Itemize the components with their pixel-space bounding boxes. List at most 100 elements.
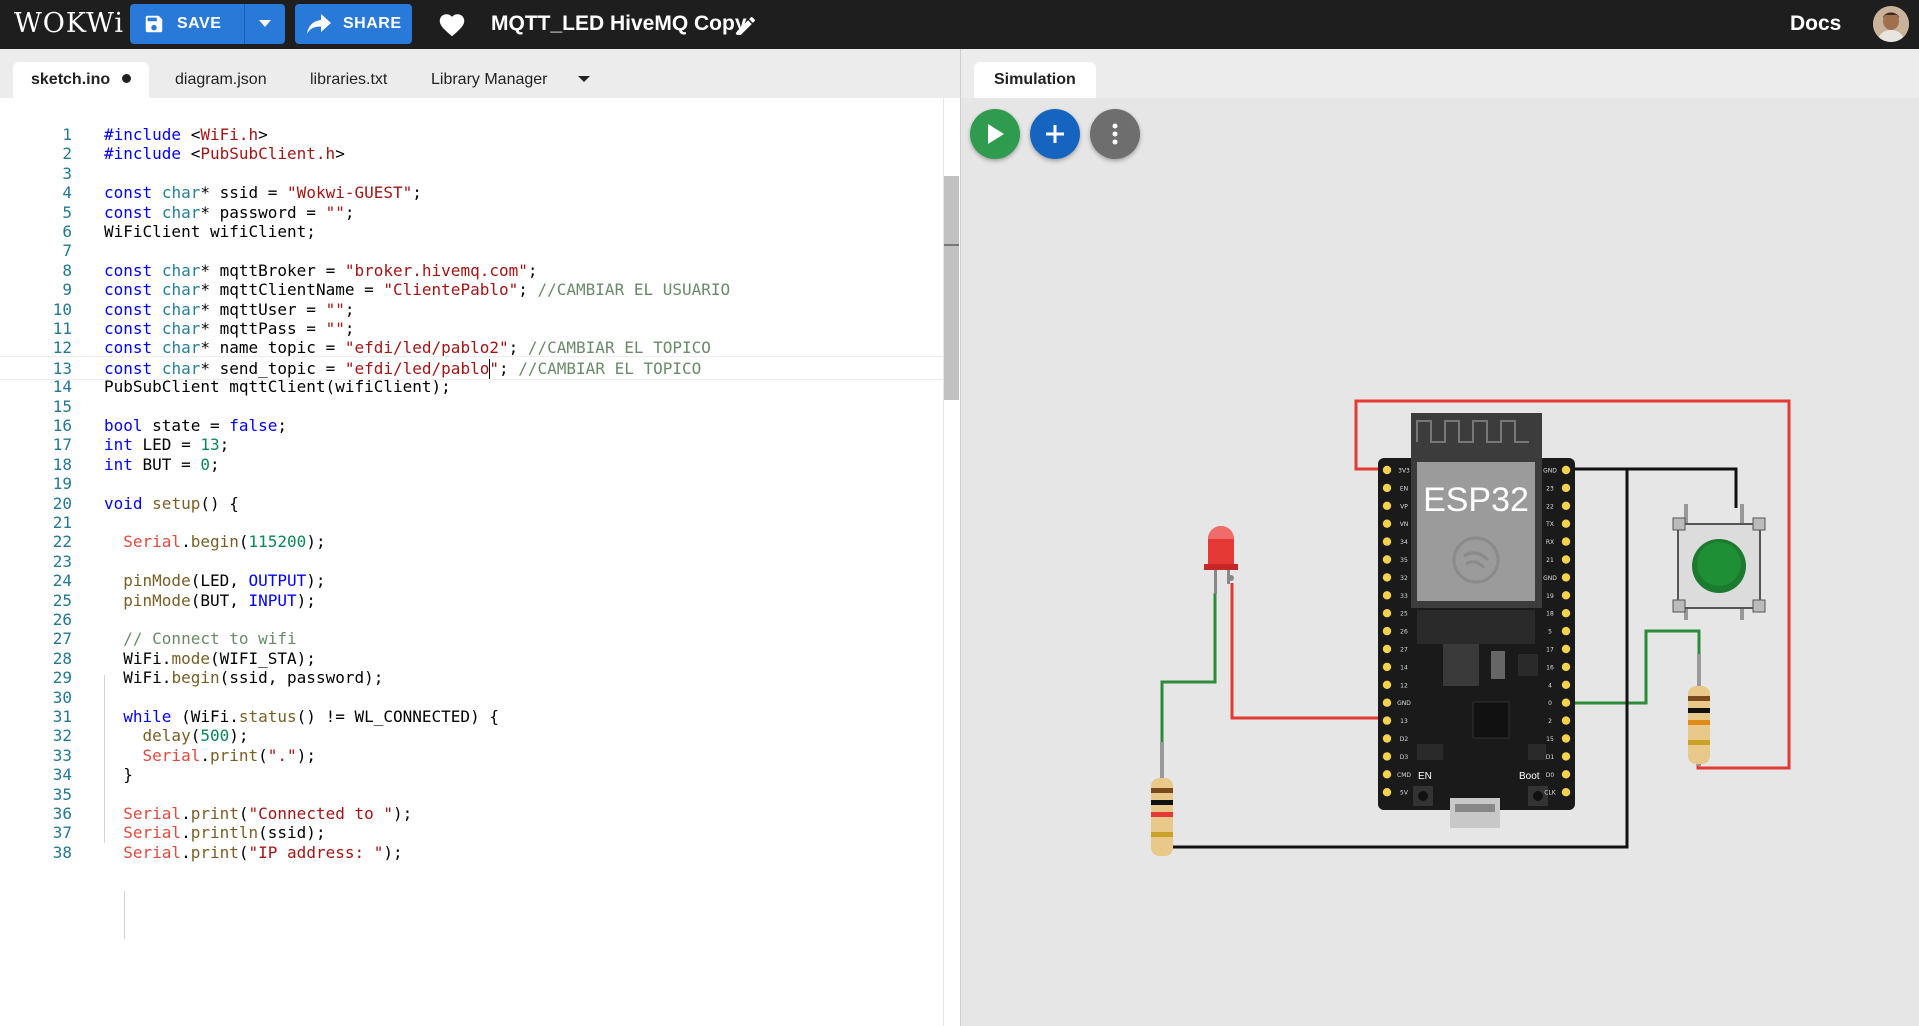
code-line[interactable]: 36 Serial.print("Connected to "); bbox=[0, 802, 943, 826]
code-line[interactable]: 28 WiFi.mode(WIFI_STA); bbox=[0, 647, 943, 671]
wire-green-button[interactable] bbox=[1561, 629, 1701, 705]
wire-red-led[interactable] bbox=[1230, 583, 1399, 720]
pin-vp[interactable] bbox=[1382, 501, 1392, 510]
wire-black-gnd-right[interactable] bbox=[1561, 467, 1738, 508]
pin-gnd[interactable] bbox=[1561, 465, 1571, 475]
save-button[interactable]: SAVE bbox=[130, 4, 244, 44]
pin-0[interactable] bbox=[1561, 698, 1571, 707]
pin-d3[interactable] bbox=[1382, 752, 1392, 761]
docs-link[interactable]: Docs bbox=[1790, 12, 1842, 35]
pin-cmd[interactable] bbox=[1382, 770, 1392, 779]
pin-gnd[interactable] bbox=[1382, 698, 1392, 707]
code-line[interactable]: 34 } bbox=[0, 763, 943, 787]
code-line[interactable]: 15 bbox=[0, 395, 943, 419]
pin-27[interactable] bbox=[1382, 644, 1392, 654]
run-simulation-button[interactable] bbox=[970, 109, 1020, 159]
tab-simulation[interactable]: Simulation bbox=[974, 62, 1096, 98]
pin-34[interactable] bbox=[1382, 537, 1392, 546]
code-line[interactable]: 1#include <WiFi.h> bbox=[0, 123, 943, 147]
pin-en[interactable] bbox=[1382, 483, 1392, 493]
pin-3v3[interactable] bbox=[1382, 465, 1392, 475]
code-line[interactable]: 25 pinMode(BUT, INPUT); bbox=[0, 589, 943, 613]
pin-35[interactable] bbox=[1382, 555, 1392, 564]
code-line[interactable]: 37 Serial.println(ssid); bbox=[0, 821, 943, 845]
pin-15[interactable] bbox=[1561, 734, 1571, 743]
code-line[interactable]: 21 bbox=[0, 511, 943, 535]
pin-18[interactable] bbox=[1561, 609, 1571, 618]
pin-17[interactable] bbox=[1561, 644, 1571, 654]
pin-14[interactable] bbox=[1382, 662, 1392, 672]
share-button[interactable]: SHARE bbox=[295, 4, 412, 44]
add-part-button[interactable] bbox=[1030, 109, 1080, 159]
user-avatar[interactable] bbox=[1873, 6, 1909, 42]
pin-16[interactable] bbox=[1561, 662, 1571, 672]
red-led[interactable] bbox=[1204, 526, 1238, 594]
resistor-left[interactable] bbox=[1151, 742, 1173, 856]
pin-clk[interactable] bbox=[1561, 788, 1571, 797]
pin-19[interactable] bbox=[1561, 591, 1571, 600]
code-line[interactable]: 24 pinMode(LED, OUTPUT); bbox=[0, 569, 943, 593]
pin-vn[interactable] bbox=[1382, 519, 1392, 528]
pin-13[interactable] bbox=[1382, 716, 1392, 725]
save-options-button[interactable] bbox=[245, 4, 285, 44]
tab-sketch-ino[interactable]: sketch.ino bbox=[13, 62, 150, 98]
edit-pencil-icon[interactable] bbox=[734, 14, 758, 38]
pin-d2[interactable] bbox=[1382, 734, 1392, 743]
pin-22[interactable] bbox=[1561, 501, 1571, 510]
pin-tx[interactable] bbox=[1561, 519, 1571, 528]
project-title[interactable]: MQTT_LED HiveMQ Copy bbox=[491, 12, 747, 35]
code-line[interactable]: 32 delay(500); bbox=[0, 724, 943, 748]
pin-23[interactable] bbox=[1561, 483, 1571, 493]
pin-d1[interactable] bbox=[1561, 752, 1571, 761]
resistor-right[interactable] bbox=[1688, 654, 1710, 766]
pin-5v[interactable] bbox=[1382, 788, 1392, 797]
code-line[interactable]: 33 Serial.print("."); bbox=[0, 744, 943, 768]
pin-d0[interactable] bbox=[1561, 770, 1571, 779]
code-line[interactable]: 38 Serial.print("IP address: "); bbox=[0, 841, 943, 865]
pin-4[interactable] bbox=[1561, 680, 1571, 689]
code-line[interactable]: 7 bbox=[0, 239, 943, 263]
wokwi-logo[interactable]: WOKWi bbox=[14, 8, 125, 39]
more-options-button[interactable] bbox=[1090, 109, 1140, 159]
tab-diagram-json[interactable]: diagram.json bbox=[175, 71, 267, 88]
circuit-diagram[interactable]: ESP32 EN Boot 3V3ENVPVN34353233252627141… bbox=[961, 98, 1919, 1026]
esp32-board[interactable]: ESP32 EN Boot 3V3ENVPVN34353233252627141… bbox=[1378, 413, 1575, 828]
pin-33[interactable] bbox=[1382, 591, 1392, 600]
editor-scrollbar-thumb[interactable] bbox=[944, 176, 959, 400]
pin-25[interactable] bbox=[1382, 609, 1392, 618]
code-line[interactable]: 23 bbox=[0, 550, 943, 574]
pin-32[interactable] bbox=[1382, 573, 1392, 582]
code-line[interactable]: 30 bbox=[0, 686, 943, 710]
code-line[interactable]: 2#include <PubSubClient.h> bbox=[0, 142, 943, 166]
pin-12[interactable] bbox=[1382, 680, 1392, 689]
code-line[interactable]: 3 bbox=[0, 162, 943, 186]
pin-rx[interactable] bbox=[1561, 537, 1571, 546]
green-pushbutton[interactable] bbox=[1672, 504, 1766, 620]
code-line[interactable]: 19 bbox=[0, 472, 943, 496]
pin-gnd[interactable] bbox=[1561, 573, 1571, 582]
wire-green-led[interactable] bbox=[1160, 593, 1217, 762]
pin-2[interactable] bbox=[1561, 716, 1571, 725]
tabs-more-caret-icon[interactable] bbox=[578, 76, 590, 82]
code-line[interactable]: 29 WiFi.begin(ssid, password); bbox=[0, 666, 943, 690]
pin-5[interactable] bbox=[1561, 626, 1571, 636]
pin-26[interactable] bbox=[1382, 626, 1392, 636]
code-line[interactable]: 26 bbox=[0, 608, 943, 632]
code-line[interactable]: 35 bbox=[0, 783, 943, 807]
tab-libraries-txt[interactable]: libraries.txt bbox=[310, 71, 388, 88]
code-line[interactable]: 27 // Connect to wifi bbox=[0, 627, 943, 651]
